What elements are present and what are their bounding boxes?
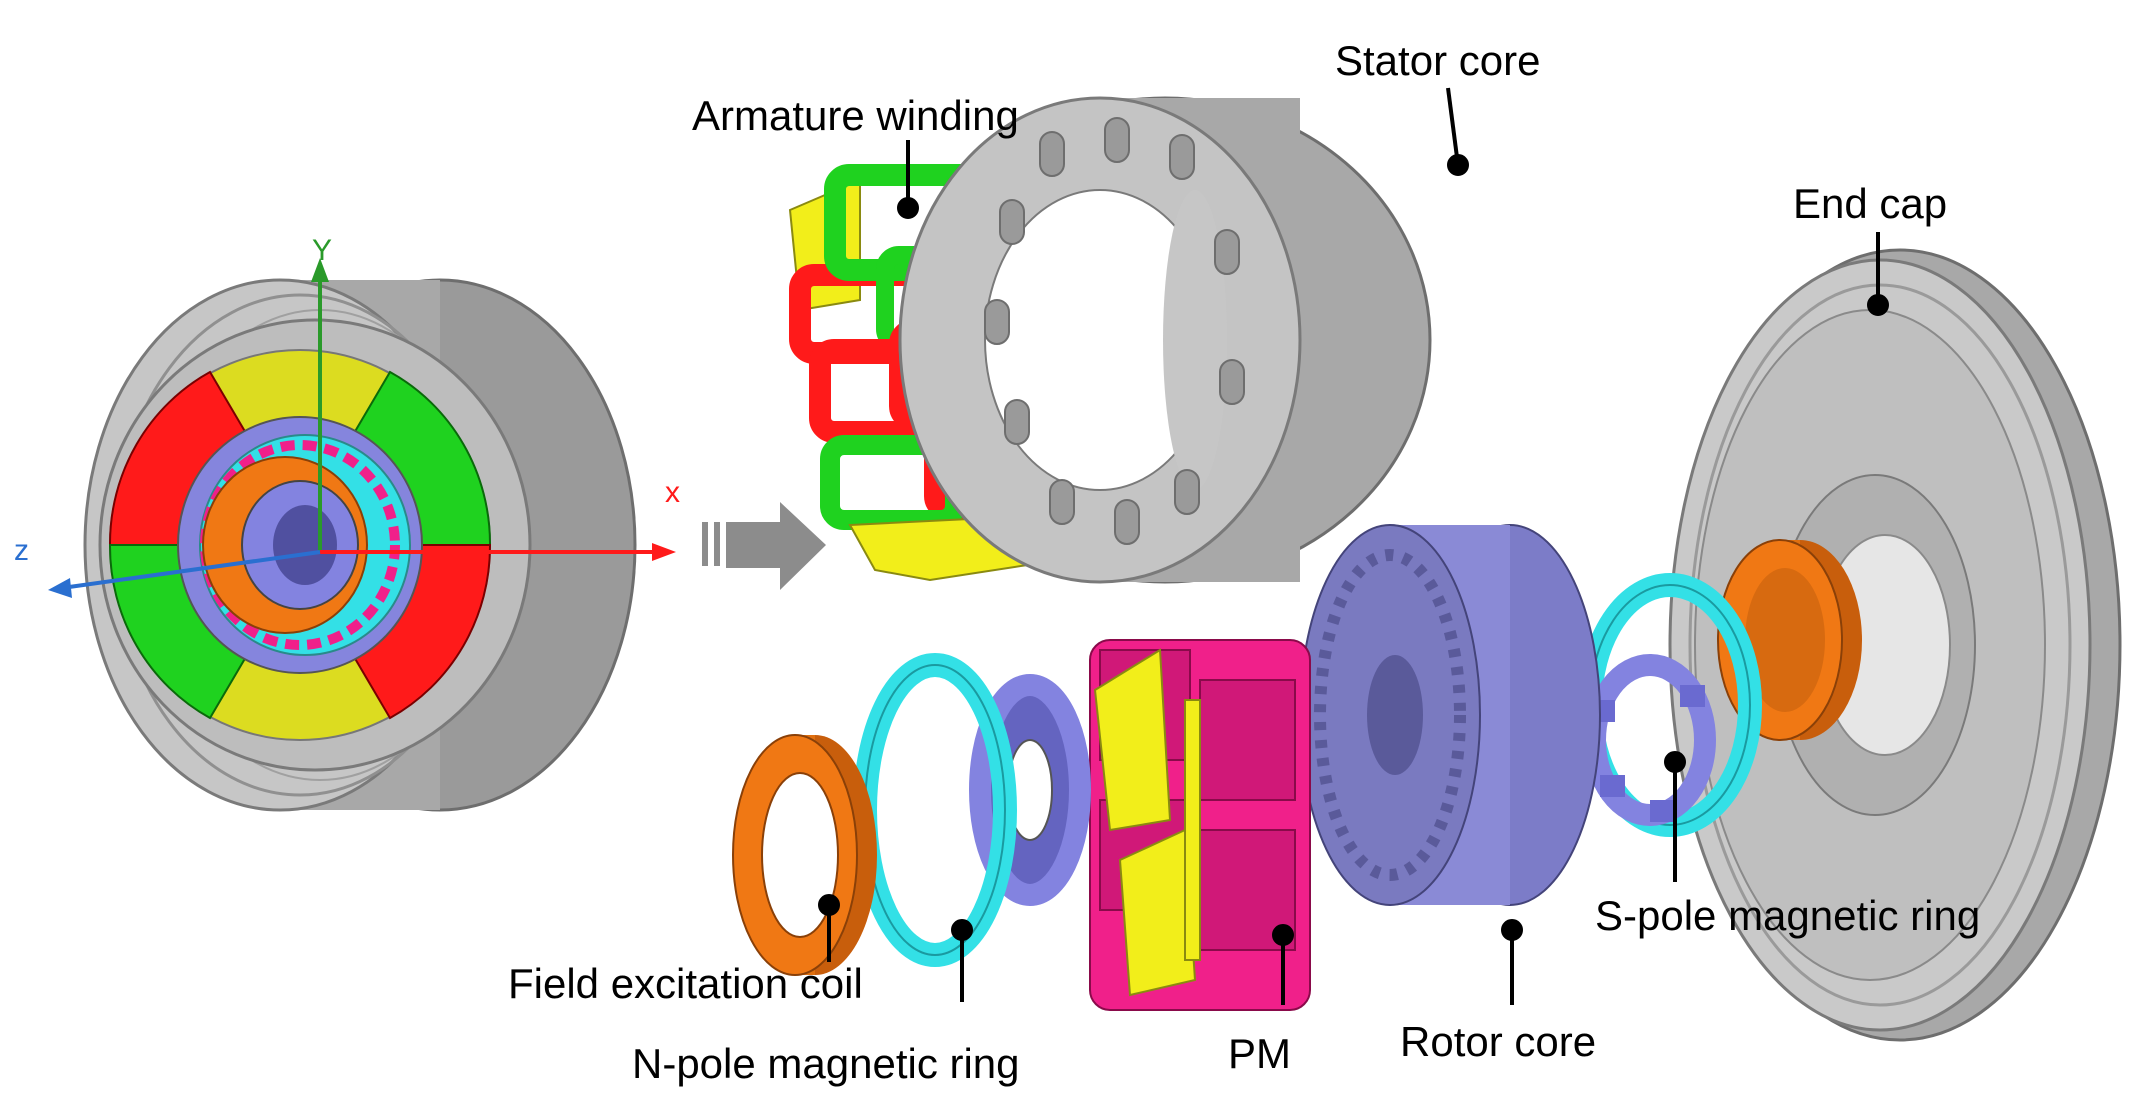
label-pm: PM <box>1228 1030 1291 1077</box>
explode-arrow-icon <box>702 502 826 590</box>
label-end-cap: End cap <box>1793 180 1947 227</box>
field-coil-left <box>732 734 877 976</box>
end-cap-part <box>1668 248 2122 1042</box>
label-rotor-core: Rotor core <box>1400 1018 1596 1065</box>
field-coil-right <box>1717 539 1862 741</box>
label-armature-winding: Armature winding <box>692 92 1019 139</box>
assembled-motor <box>83 278 637 812</box>
label-n-pole-ring: N-pole magnetic ring <box>632 1040 1020 1087</box>
coordinate-axes: Y x z <box>14 234 680 598</box>
label-field-excitation-coil: Field excitation coil <box>508 960 863 1007</box>
axis-y-label: Y <box>312 234 332 267</box>
axis-z-label: z <box>14 534 29 567</box>
pm-rotor-part <box>1089 639 1311 1011</box>
callouts <box>818 87 1889 1005</box>
label-stator-core: Stator core <box>1335 37 1540 84</box>
rotor-core-part <box>1299 524 1601 906</box>
axis-x-label: x <box>665 476 680 509</box>
label-s-pole-ring: S-pole magnetic ring <box>1595 892 1980 939</box>
stator-core-part <box>898 96 1432 584</box>
